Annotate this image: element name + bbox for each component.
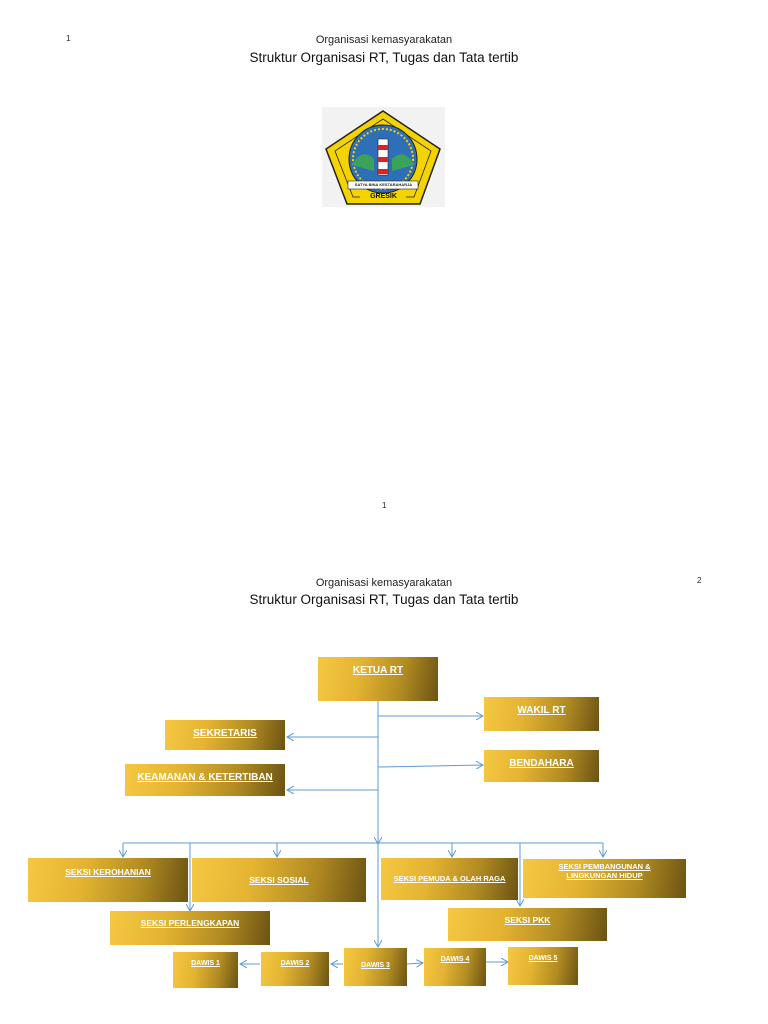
box-ketua-rt: KETUA RT	[318, 657, 438, 701]
box-dawis-5: DAWIS 5	[508, 947, 578, 985]
page-1-title: Struktur Organisasi RT, Tugas dan Tata t…	[249, 50, 519, 65]
box-seksi-kerohanian: SEKSI KEROHANIAN	[28, 858, 188, 902]
box-dawis-2: DAWIS 2	[261, 952, 329, 986]
logo-name: GRESIK	[370, 193, 397, 200]
box-seksi-perlengkapan: SEKSI PERLENGKAPAN	[110, 911, 270, 945]
box-seksi-sosial: SEKSI SOSIAL	[192, 858, 366, 902]
box-seksi-pembangunan: SEKSI PEMBANGUNAN & LINGKUNGAN HIDUP	[523, 859, 686, 898]
page-1-footer-number: 1	[382, 501, 387, 510]
box-bendahara: BENDAHARA	[484, 750, 599, 782]
box-seksi-pkk: SEKSI PKK	[448, 908, 607, 941]
box-dawis-1: DAWIS 1	[173, 952, 238, 988]
box-keamanan-ketertiban: KEAMANAN & KETERTIBAN	[125, 764, 285, 796]
box-sekretaris: SEKRETARIS	[165, 720, 285, 750]
box-wakil-rt: WAKIL RT	[484, 697, 599, 731]
page-2-title: Struktur Organisasi RT, Tugas dan Tata t…	[249, 592, 519, 607]
page-2-number: 2	[697, 576, 702, 585]
page-1-subtitle: Organisasi kemasyarakatan	[315, 34, 453, 46]
box-dawis-4: DAWIS 4	[424, 948, 486, 986]
gresik-logo: SATYA BINA KESTARAHARJA GRESIK	[322, 107, 445, 207]
page-2-subtitle: Organisasi kemasyarakatan	[315, 577, 453, 589]
box-dawis-3: DAWIS 3	[344, 948, 407, 986]
box-seksi-pemuda-olahraga: SEKSI PEMUDA & OLAH RAGA	[381, 858, 518, 900]
page-1-number: 1	[66, 34, 71, 43]
gresik-emblem-icon	[325, 110, 441, 205]
logo-motto: SATYA BINA KESTARAHARJA	[354, 182, 413, 187]
